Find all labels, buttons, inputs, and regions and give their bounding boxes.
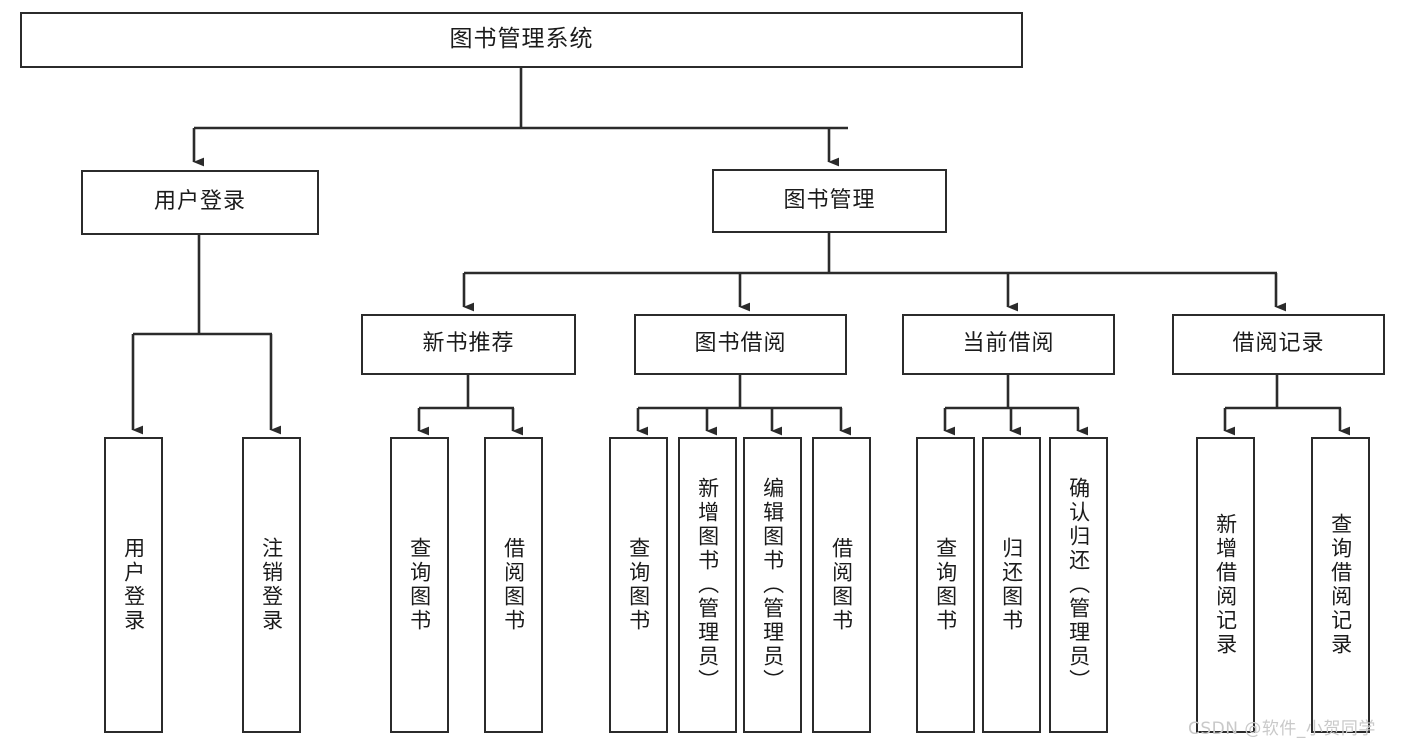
node-label: 新增借阅记录 [1213,513,1238,657]
node-label: 查询图书 [407,537,432,633]
node-label: 借阅图书 [829,537,854,633]
node-leaf-user-login[interactable]: 用户登录 [104,437,163,733]
node-label: 编辑图书（管理员） [760,477,785,693]
node-label: 用户登录 [153,189,246,215]
node-label: 新增图书（管理员） [695,477,720,693]
node-label: 图书管理 [783,187,876,213]
node-label: 注销登录 [259,537,284,633]
node-label: 用户登录 [121,537,146,633]
node-leaf-query-book-3[interactable]: 查询图书 [916,437,975,733]
csdn-watermark: CSDN @软件_小贺同学 [1188,719,1376,739]
node-leaf-edit-book[interactable]: 编辑图书（管理员） [743,437,802,733]
node-label: 查询借阅记录 [1328,513,1353,657]
node-leaf-add-book[interactable]: 新增图书（管理员） [678,437,737,733]
node-label: 确认归还（管理员） [1066,477,1091,693]
node-label: 借阅记录 [1232,331,1325,357]
node-leaf-borrow-book-2[interactable]: 借阅图书 [812,437,871,733]
node-label: 图书借阅 [694,331,787,357]
node-label: 当前借阅 [962,331,1055,357]
node-root-system[interactable]: 图书管理系统 [20,12,1023,68]
node-label: 归还图书 [999,537,1024,633]
node-label: 图书管理系统 [449,26,594,53]
node-new-book-recommend[interactable]: 新书推荐 [361,314,576,375]
node-label: 查询图书 [933,537,958,633]
node-leaf-query-record[interactable]: 查询借阅记录 [1311,437,1370,733]
node-leaf-confirm-return[interactable]: 确认归还（管理员） [1049,437,1108,733]
node-book-borrow[interactable]: 图书借阅 [634,314,847,375]
node-label: 查询图书 [626,537,651,633]
node-label: 借阅图书 [501,537,526,633]
node-leaf-query-book-2[interactable]: 查询图书 [609,437,668,733]
node-leaf-logout-login[interactable]: 注销登录 [242,437,301,733]
node-borrow-record[interactable]: 借阅记录 [1172,314,1385,375]
node-current-borrow[interactable]: 当前借阅 [902,314,1115,375]
node-user-login[interactable]: 用户登录 [81,170,319,235]
node-label: 新书推荐 [422,331,515,357]
node-leaf-add-record[interactable]: 新增借阅记录 [1196,437,1255,733]
node-book-management[interactable]: 图书管理 [712,169,947,233]
node-leaf-borrow-book-1[interactable]: 借阅图书 [484,437,543,733]
node-leaf-return-book[interactable]: 归还图书 [982,437,1041,733]
node-leaf-query-book-1[interactable]: 查询图书 [390,437,449,733]
